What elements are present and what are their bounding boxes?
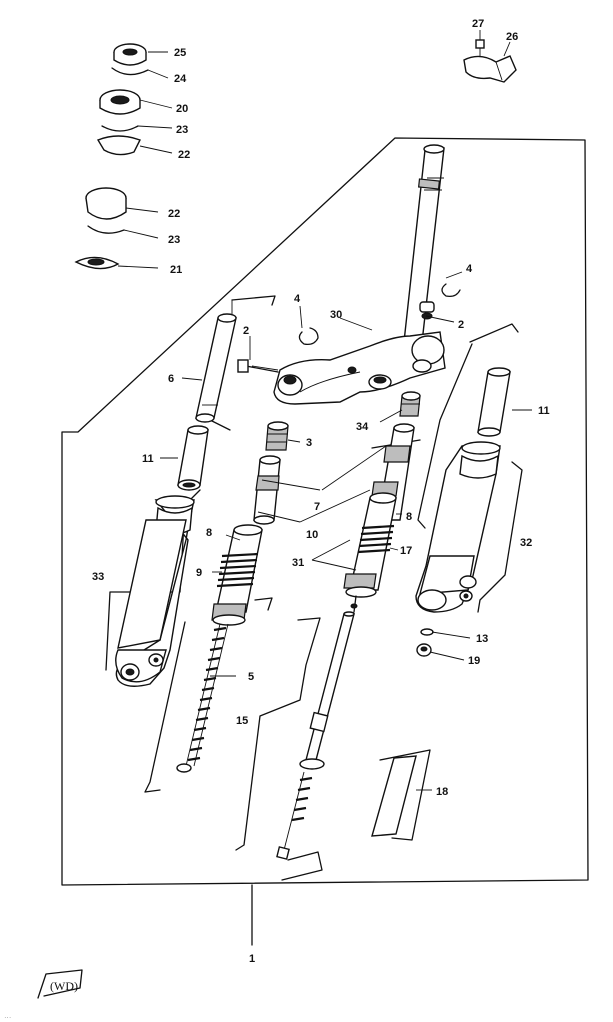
label-5: 5 xyxy=(248,671,254,683)
label-8-left: 8 xyxy=(206,527,212,539)
label-11-right: 11 xyxy=(538,405,550,417)
label-23-top: 23 xyxy=(176,124,188,136)
label-11-left: 11 xyxy=(142,453,154,465)
label-2-left: 2 xyxy=(243,325,249,337)
label-7: 7 xyxy=(314,501,320,513)
right-collar-11 xyxy=(477,367,511,437)
label-9: 9 xyxy=(196,567,202,579)
label-22-bottom: 22 xyxy=(168,208,180,220)
label-21: 21 xyxy=(170,264,182,276)
model-code: (WD) xyxy=(50,979,78,993)
steering-stem xyxy=(401,144,445,361)
left-damper xyxy=(211,524,263,626)
label-1: 1 xyxy=(249,953,255,965)
label-10: 10 xyxy=(306,529,318,541)
right-damper xyxy=(343,492,397,613)
label-6: 6 xyxy=(168,373,174,385)
assembly-outline xyxy=(61,137,589,946)
left-collar-11 xyxy=(177,425,209,491)
right-upper-bits xyxy=(399,283,461,417)
label-4-right: 4 xyxy=(466,263,473,275)
left-tube-6 xyxy=(195,313,237,423)
washer-13 xyxy=(416,628,434,657)
label-30: 30 xyxy=(330,309,342,321)
right-outer-tube-32 xyxy=(415,441,501,613)
bushing-3-left xyxy=(265,421,289,451)
left-inner-tube xyxy=(253,455,281,525)
label-33: 33 xyxy=(92,571,104,583)
bearing-parts-top-left xyxy=(74,43,149,270)
label-18: 18 xyxy=(436,786,448,798)
lower-bracket xyxy=(273,331,446,405)
label-31: 31 xyxy=(292,557,304,569)
label-32: 32 xyxy=(520,537,532,549)
damper-rod-15 xyxy=(276,611,355,860)
label-2-right: 2 xyxy=(458,319,464,331)
label-27: 27 xyxy=(472,18,484,30)
leader-lines xyxy=(117,30,532,791)
bolt-2-left xyxy=(237,359,279,373)
callout-labels: 1 2 2 3 4 4 5 6 7 8 8 9 10 11 11 13 15 1… xyxy=(92,18,550,965)
label-23-bottom: 23 xyxy=(168,234,180,246)
label-3: 3 xyxy=(306,437,312,449)
label-25: 25 xyxy=(174,47,186,59)
label-26: 26 xyxy=(506,31,518,43)
decal-18 xyxy=(371,755,417,837)
label-15: 15 xyxy=(236,715,248,727)
label-4-left: 4 xyxy=(294,293,301,305)
clamp-26 xyxy=(463,39,517,83)
scan-text: ... xyxy=(4,1014,11,1019)
clip-4-left xyxy=(298,327,319,346)
left-spring-5 xyxy=(176,623,229,773)
label-20: 20 xyxy=(176,103,188,115)
label-17: 17 xyxy=(400,545,412,557)
label-22-top: 22 xyxy=(178,149,190,161)
footer-stamp: (WD) ... xyxy=(4,969,83,1019)
label-13: 13 xyxy=(476,633,488,645)
label-19: 19 xyxy=(468,655,480,667)
label-34: 34 xyxy=(356,421,369,433)
label-24: 24 xyxy=(174,73,187,85)
left-outer-tube-33 xyxy=(115,495,195,687)
label-8-right: 8 xyxy=(406,511,412,523)
